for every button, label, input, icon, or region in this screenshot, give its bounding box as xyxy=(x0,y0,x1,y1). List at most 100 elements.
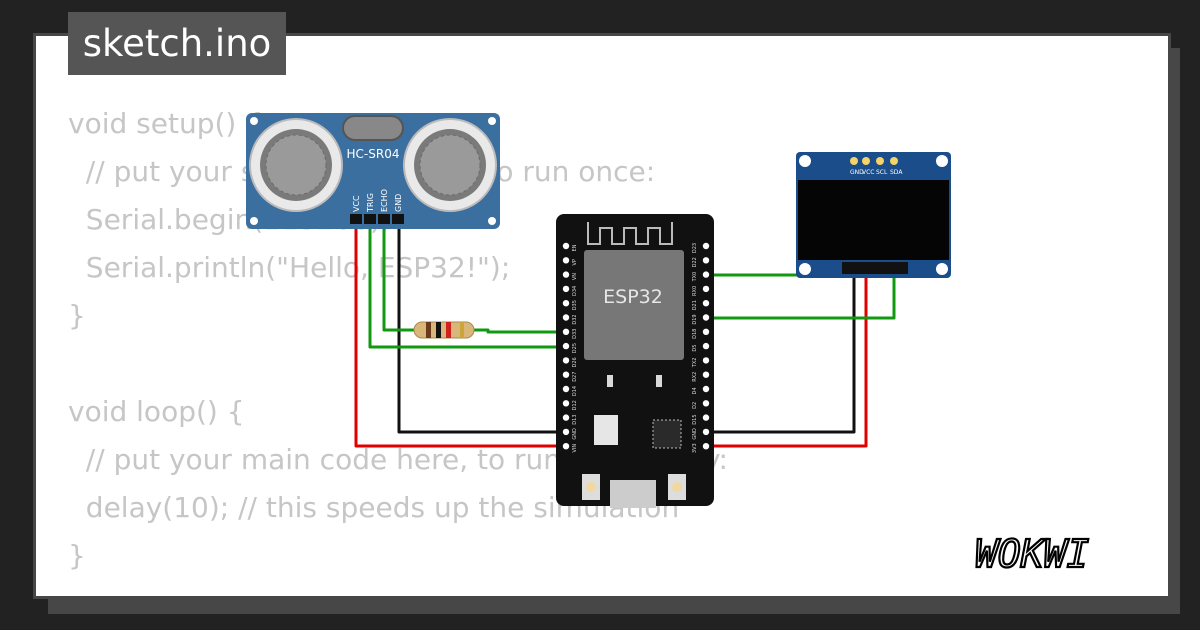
oled-screen xyxy=(798,180,949,260)
pin-label: GND xyxy=(692,428,698,440)
header-pin[interactable] xyxy=(702,443,710,450)
header-pin[interactable] xyxy=(562,428,570,436)
pin-label: EN xyxy=(572,244,578,251)
pin-label: D33 xyxy=(572,329,578,339)
mounting-hole xyxy=(799,263,811,275)
pin-label: D12 xyxy=(572,400,578,410)
header-pin[interactable] xyxy=(562,328,570,335)
esp32-module xyxy=(584,250,684,360)
pin-label: TX2 xyxy=(692,358,698,369)
header-pin[interactable] xyxy=(562,257,570,264)
pin-label: VN xyxy=(572,273,578,280)
oled-display[interactable]: GND VCC SCL SDA xyxy=(796,152,951,278)
esp32-board[interactable]: ESP32 ENVPVND34D35D32D33D25D26D27D14D12D… xyxy=(556,214,714,508)
mounting-hole xyxy=(488,217,496,225)
pin-label: VCC xyxy=(862,169,874,176)
header-pin[interactable] xyxy=(562,400,570,407)
esp32-label: ESP32 xyxy=(603,286,663,308)
oled-pin xyxy=(890,157,898,165)
pin-label: D2 xyxy=(692,402,698,409)
pin-label: D15 xyxy=(692,414,698,424)
mounting-hole xyxy=(936,155,948,167)
header-pin[interactable] xyxy=(702,342,710,350)
pin-label: SDA xyxy=(890,169,903,176)
header-pin[interactable] xyxy=(562,443,570,450)
antenna-trace xyxy=(587,222,673,245)
mounting-hole xyxy=(250,117,258,125)
oled-pin xyxy=(862,157,870,165)
header-pin[interactable] xyxy=(562,371,570,378)
pin-label: D5 xyxy=(692,345,698,352)
header-pin[interactable] xyxy=(702,400,710,407)
pin-header xyxy=(350,214,362,224)
ultrasonic-sensor[interactable]: HC-SR04 VCC TRIG ECHO GND xyxy=(246,113,500,229)
header-pin[interactable] xyxy=(562,357,570,364)
wire-echo-resistor xyxy=(382,224,420,332)
usb-port xyxy=(610,480,656,508)
pin-label: ECHO xyxy=(380,189,389,212)
wokwi-logo: WOKWI xyxy=(975,531,1090,577)
header-pin[interactable] xyxy=(702,414,710,421)
header-pin[interactable] xyxy=(702,242,710,250)
header-pin[interactable] xyxy=(702,271,710,278)
header-pin[interactable] xyxy=(562,342,570,350)
oled-pin xyxy=(876,157,884,165)
header-pin[interactable] xyxy=(702,385,710,393)
header-pin[interactable] xyxy=(702,357,710,364)
pin-label: D18 xyxy=(692,329,698,339)
wire-gnd-to-gnd xyxy=(397,224,564,434)
pin-label: D22 xyxy=(692,257,698,267)
header-pin[interactable] xyxy=(562,414,570,421)
header-pin[interactable] xyxy=(562,300,570,307)
pin-label: GND xyxy=(572,428,578,440)
led xyxy=(607,375,613,387)
pin-label: D25 xyxy=(572,343,578,353)
pin-label: D19 xyxy=(692,314,698,324)
pin-label: SCL xyxy=(876,169,888,176)
header-pin[interactable] xyxy=(702,428,710,436)
transducer-right xyxy=(403,118,497,212)
regulator xyxy=(594,415,618,445)
header-pin[interactable] xyxy=(562,285,570,293)
file-name-tab[interactable]: sketch.ino xyxy=(68,12,286,75)
header-pin[interactable] xyxy=(702,328,710,335)
pin-header xyxy=(392,214,404,224)
header-pin[interactable] xyxy=(702,285,710,293)
esp32-left-pins: ENVPVND34D35D32D33D25D26D27D14D12D13GNDV… xyxy=(562,242,578,453)
pin-label: D35 xyxy=(572,300,578,310)
header-pin[interactable] xyxy=(562,314,570,321)
pin-header xyxy=(378,214,390,224)
header-pin[interactable] xyxy=(702,371,710,378)
reset-button xyxy=(668,474,686,500)
pin-label: D26 xyxy=(572,357,578,367)
pin-label: D34 xyxy=(572,286,578,296)
pin-label: D27 xyxy=(572,372,578,382)
crystal xyxy=(342,115,404,141)
header-pin[interactable] xyxy=(702,300,710,307)
flex-cable xyxy=(842,262,908,274)
pin-label: VP xyxy=(572,259,578,265)
pin-label: 3V3 xyxy=(692,443,698,453)
header-pin[interactable] xyxy=(702,257,710,264)
header-pin[interactable] xyxy=(562,271,570,278)
resistor[interactable] xyxy=(413,321,475,339)
pin-label: D14 xyxy=(572,386,578,396)
pin-label: RX2 xyxy=(692,372,698,382)
header-pin[interactable] xyxy=(562,385,570,393)
pin-header xyxy=(364,214,376,224)
pin-label: D21 xyxy=(692,300,698,310)
mounting-hole xyxy=(488,117,496,125)
header-pin[interactable] xyxy=(562,242,570,250)
led xyxy=(656,375,662,387)
wire-trig-to-d12 xyxy=(368,224,564,349)
code-line: void loop() { xyxy=(68,395,245,428)
code-line: } xyxy=(68,539,86,572)
pin-label: VIN xyxy=(572,444,578,453)
usb-chip xyxy=(652,419,682,449)
mounting-hole xyxy=(799,155,811,167)
wire-resistor-to-d14 xyxy=(474,328,564,334)
header-pin[interactable] xyxy=(702,314,710,321)
esp32-right-pins: D23D22TX0RX0D21D19D18D5TX2RX2D4D2D15GND3… xyxy=(692,242,710,453)
code-line: } xyxy=(68,299,86,332)
